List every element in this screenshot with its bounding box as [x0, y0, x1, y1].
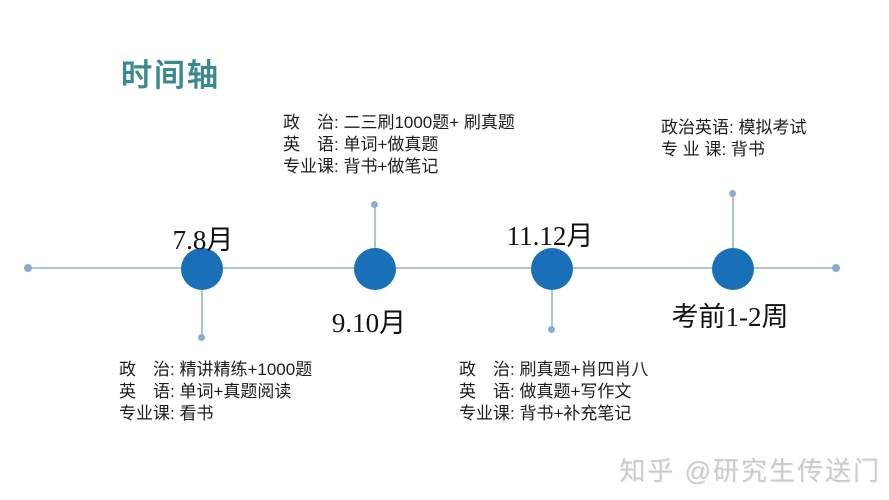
task-block-jul-aug: 政 治: 精讲精练+1000题 英 语: 单词+真题阅读 专业课: 看书 [119, 359, 312, 425]
task-line: 政 治: 刷真题+肖四肖八 [459, 360, 649, 379]
task-block-pre-exam: 政治英语: 模拟考试 专 业 课: 背书 [661, 117, 806, 161]
task-line: 政 治: 精讲精练+1000题 [119, 360, 313, 379]
timeline-node-jul-aug [181, 248, 223, 290]
task-line: 政 治: 二三刷1000题+ 刷真题 [283, 113, 515, 132]
node-label-jul-aug: 7.8月 [172, 225, 234, 255]
node-label-pre-exam: 考前1-2周 [671, 302, 789, 332]
task-line: 专业课: 背书+补充笔记 [459, 404, 632, 423]
timeline-axis-line [28, 267, 836, 269]
task-block-nov-dec: 政 治: 刷真题+肖四肖八 英 语: 做真题+写作文 专业课: 背书+补充笔记 [459, 359, 648, 425]
connector-node-jul-aug [201, 289, 203, 335]
task-line: 英 语: 做真题+写作文 [459, 382, 632, 401]
connector-dot-pre-exam [729, 190, 736, 197]
timeline-node-nov-dec [531, 248, 573, 290]
axis-start-dot [24, 264, 32, 272]
page-title: 时间轴 [121, 58, 220, 93]
task-line: 英 语: 单词+做真题 [283, 135, 439, 154]
task-line: 英 语: 单词+真题阅读 [119, 382, 292, 401]
axis-end-dot [832, 264, 840, 272]
task-line: 专 业 课: 背书 [661, 140, 765, 159]
task-line: 专业课: 背书+做笔记 [283, 157, 439, 176]
connector-dot-jul-aug [198, 334, 205, 341]
task-line: 专业课: 看书 [119, 404, 214, 423]
connector-node-pre-exam [732, 195, 734, 248]
zhihu-watermark: 知乎 @研究生传送门 [619, 456, 881, 486]
connector-node-sep-oct [374, 206, 376, 248]
task-block-sep-oct: 政 治: 二三刷1000题+ 刷真题 英 语: 单词+做真题 专业课: 背书+做… [283, 112, 515, 178]
node-label-nov-dec: 11.12月 [506, 221, 594, 251]
connector-dot-sep-oct [371, 201, 378, 208]
task-line: 政治英语: 模拟考试 [661, 118, 807, 137]
connector-node-nov-dec [551, 289, 553, 328]
timeline-node-pre-exam [712, 248, 754, 290]
timeline-node-sep-oct [354, 248, 396, 290]
node-label-sep-oct: 9.10月 [331, 308, 407, 338]
connector-dot-nov-dec [548, 326, 555, 333]
